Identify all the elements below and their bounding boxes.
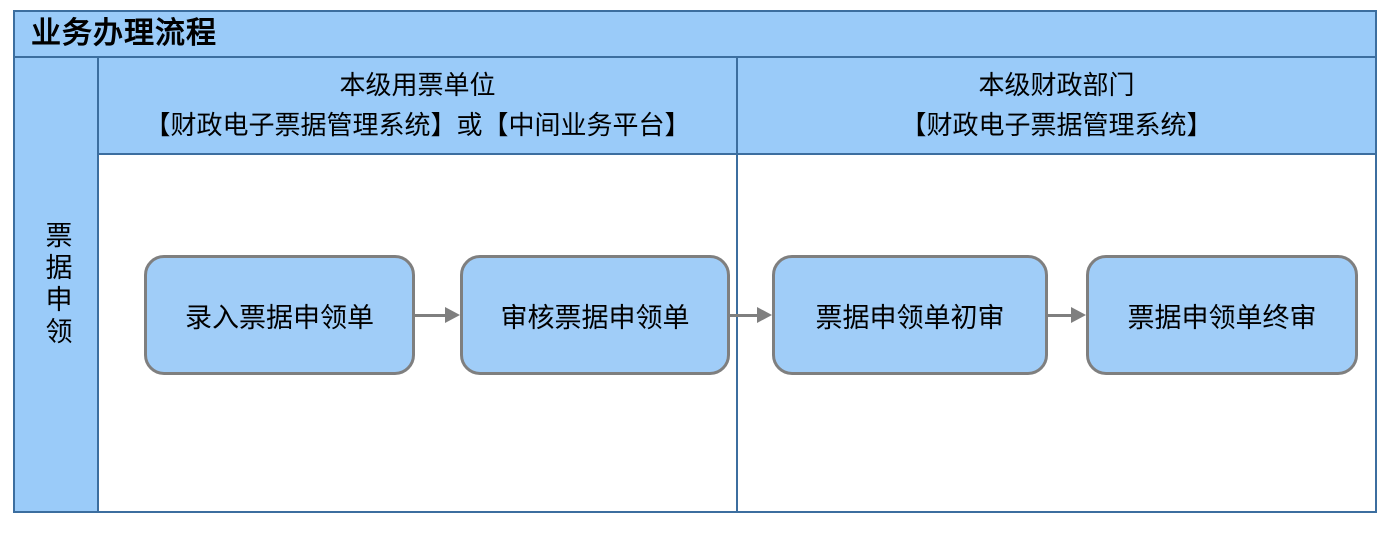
lane-label: 票据申领 <box>41 220 72 349</box>
column-billing-unit: 本级用票单位 【财政电子票据管理系统】或【中间业务平台】 <box>99 58 738 511</box>
column-billing-unit-content <box>99 155 736 511</box>
column-finance-dept-name: 本级财政部门 <box>978 71 1135 101</box>
column-finance-dept-header: 本级财政部门 【财政电子票据管理系统】 <box>738 58 1375 155</box>
column-billing-unit-header: 本级用票单位 【财政电子票据管理系统】或【中间业务平台】 <box>99 58 736 155</box>
column-finance-dept-system: 【财政电子票据管理系统】 <box>900 110 1213 140</box>
column-finance-dept: 本级财政部门 【财政电子票据管理系统】 <box>738 58 1375 511</box>
table-title-row: 业务办理流程 <box>15 12 1375 58</box>
table-title: 业务办理流程 <box>31 17 217 50</box>
column-billing-unit-system: 【财政电子票据管理系统】或【中间业务平台】 <box>144 110 691 140</box>
column-finance-dept-content <box>738 155 1375 511</box>
column-billing-unit-name: 本级用票单位 <box>339 71 496 101</box>
process-flow-table: 业务办理流程 票据申领 本级用票单位 【财政电子票据管理系统】或【中间业务平台】… <box>13 10 1377 513</box>
lane-column-ticket-application: 票据申领 <box>15 58 99 511</box>
table-body: 票据申领 本级用票单位 【财政电子票据管理系统】或【中间业务平台】 本级财政部门… <box>15 58 1375 511</box>
